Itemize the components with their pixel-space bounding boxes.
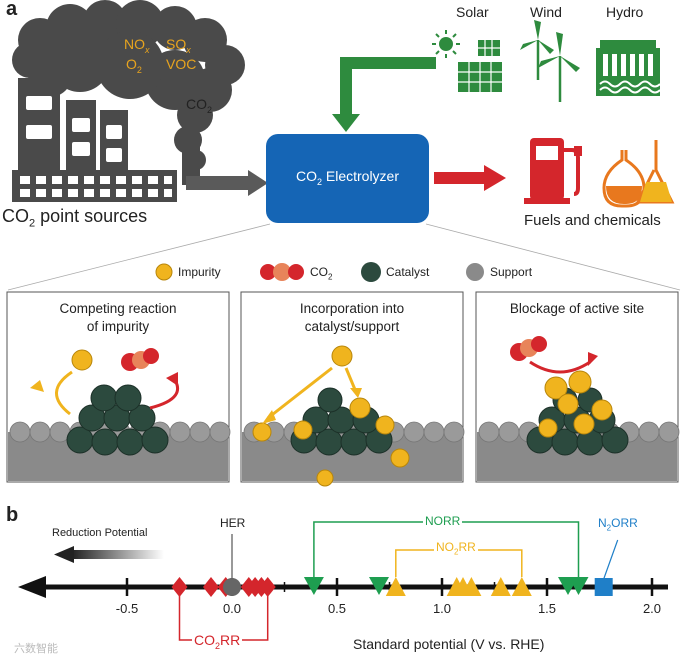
n2orr-label: N2ORR bbox=[598, 516, 638, 533]
co2-flow-arrow bbox=[186, 170, 268, 196]
renewable-wind-label: Wind bbox=[530, 4, 562, 20]
panel-b-label: b bbox=[6, 504, 19, 526]
electrolyzer-box bbox=[266, 134, 429, 223]
legend-catalyst: Catalyst bbox=[386, 265, 430, 279]
renewable-flow-arrow bbox=[332, 57, 436, 132]
box-3-title: Blockage of active site bbox=[509, 301, 645, 316]
legend-support: Support bbox=[490, 265, 533, 279]
co2rr-label: CO2RR bbox=[192, 632, 243, 651]
mechanism-boxes bbox=[6, 291, 679, 483]
legend-marks bbox=[155, 262, 484, 282]
wind-icon bbox=[520, 20, 580, 102]
product-flow-arrow bbox=[434, 165, 506, 191]
pollutant-sox: SOx bbox=[166, 36, 191, 55]
norr-point bbox=[303, 577, 324, 595]
n2orr-point bbox=[594, 578, 613, 596]
pollutant-o2: O2 bbox=[126, 56, 142, 75]
no2rr-point bbox=[490, 577, 511, 596]
reduction-label: Reduction Potential bbox=[52, 527, 148, 539]
hydro-icon bbox=[596, 40, 661, 96]
panel-a-graphics bbox=[6, 0, 681, 487]
pollutant-voc: VOC bbox=[166, 56, 197, 72]
co2-smoke-label: CO2 bbox=[186, 96, 213, 115]
n2orr-pointer bbox=[603, 539, 619, 580]
co2rr-point bbox=[203, 577, 219, 597]
impurity-atom bbox=[71, 349, 93, 371]
source-label: CO2 point sources bbox=[2, 206, 148, 230]
products-label: Fuels and chemicals bbox=[524, 212, 661, 229]
tick-label: 0.5 bbox=[327, 601, 347, 616]
norr-label: NORR bbox=[423, 514, 463, 528]
axis-arrow-head bbox=[18, 576, 46, 598]
no2rr-point bbox=[511, 577, 532, 596]
co2rr-point bbox=[259, 577, 276, 597]
tick-label: -0.5 bbox=[115, 601, 139, 616]
reduction-arrow bbox=[54, 546, 164, 563]
no2rr-point bbox=[385, 577, 406, 596]
factory-icon bbox=[12, 78, 177, 202]
watermark: 六数智能 bbox=[14, 643, 58, 655]
her-label: HER bbox=[220, 516, 246, 530]
catalyst-pile-1 bbox=[66, 384, 169, 456]
co2rr-point bbox=[171, 577, 188, 597]
potential-chart bbox=[18, 521, 668, 641]
tick-label: 0.0 bbox=[222, 601, 242, 616]
renewable-hydro-label: Hydro bbox=[606, 4, 644, 20]
fuel-pump-icon bbox=[524, 138, 582, 204]
smoke-cloud bbox=[12, 0, 245, 185]
panel-a-label: a bbox=[6, 0, 18, 20]
electrolyzer-label: CO2 Electrolyzer bbox=[295, 168, 400, 187]
renewable-solar-label: Solar bbox=[456, 4, 489, 20]
tick-label: 1.0 bbox=[432, 601, 452, 616]
no2rr-label: NO2RR bbox=[434, 540, 478, 557]
solar-icon bbox=[432, 30, 502, 92]
pollutant-nox: NOx bbox=[124, 36, 150, 55]
legend-co2: CO2 bbox=[310, 265, 333, 282]
tick-label: 2.0 bbox=[642, 601, 662, 616]
her-point bbox=[223, 578, 241, 596]
legend-impurity: Impurity bbox=[178, 265, 221, 279]
no2rr-point bbox=[461, 577, 482, 596]
norr-point bbox=[568, 577, 589, 595]
axis-label: Standard potential (V vs. RHE) bbox=[353, 636, 545, 652]
tick-label: 1.5 bbox=[537, 601, 557, 616]
norr-point bbox=[369, 577, 389, 595]
